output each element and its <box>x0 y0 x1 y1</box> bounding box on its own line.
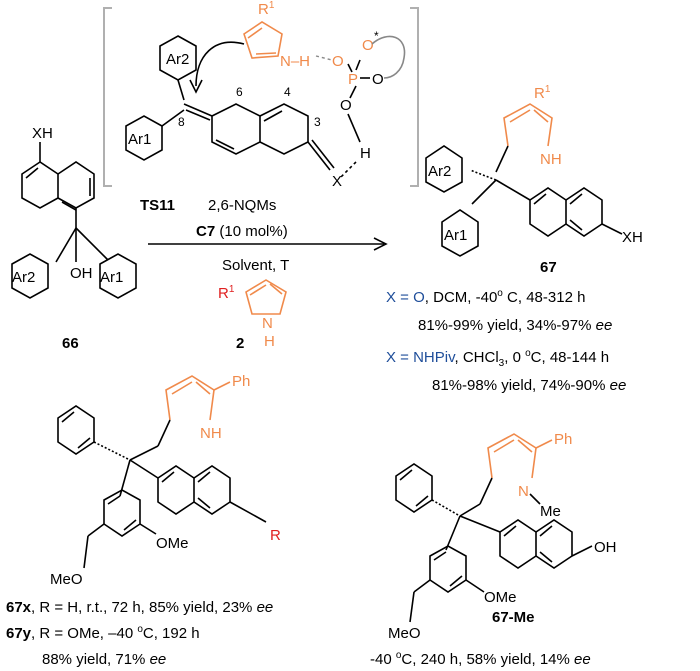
reactant-66: XH OH Ar2 Ar1 66 <box>11 125 137 352</box>
pyrrole-2: R1 N H 2 <box>218 279 287 352</box>
pyrrole-n: N <box>262 315 273 332</box>
ex-right-n: N <box>518 483 529 500</box>
ex-67x-caption: 67x, R = H, r.t., 72 h, 85% yield, 23% e… <box>6 599 273 616</box>
product-nh: NH <box>540 151 562 168</box>
ts-pos3: 3 <box>314 115 321 129</box>
ts-h: H <box>360 145 371 162</box>
ex-left-r: R <box>270 527 281 544</box>
ex-left-ome1: OMe <box>156 535 189 552</box>
ts-r1-label: R1 <box>258 0 275 18</box>
product-label: 67 <box>540 259 557 276</box>
reactant-oh: OH <box>70 265 93 282</box>
ts-o1: O <box>332 53 344 70</box>
ex-left-ome2: MeO <box>50 571 83 588</box>
ex-left-nh: NH <box>200 425 222 442</box>
reactant-label: 66 <box>62 335 79 352</box>
ex-right-me: Me <box>540 503 561 520</box>
product-o-line1: X = O, DCM, -40o C, 48-312 h <box>386 288 585 306</box>
ts-star: * <box>374 29 379 43</box>
pyrrole-r1: R1 <box>218 284 235 302</box>
ts-ar2: Ar2 <box>166 51 189 68</box>
ts-nqm-structure: Ar2 Ar1 8 6 4 3 X <box>125 35 342 190</box>
ex-left-ph: Ph <box>232 373 250 390</box>
ex-right-ph: Ph <box>554 431 572 448</box>
product-67: R1 NH Ar2 Ar1 XH 67 <box>425 84 643 276</box>
example-67x-structure: Ph NH OMe MeO R <box>50 373 281 588</box>
ex-67-me-caption: -40 oC, 240 h, 58% yield, 14% ee <box>370 650 591 668</box>
ex-67y-caption-2: 88% yield, 71% ee <box>42 651 166 668</box>
ex-right-ome1: OMe <box>484 589 517 606</box>
pyrrole-label: 2 <box>236 335 244 352</box>
product-n-line2: 81%-98% yield, 74%-90% ee <box>432 377 626 394</box>
ex-right-oh: OH <box>594 539 617 556</box>
product-xh: XH <box>622 229 643 246</box>
ts-ar1: Ar1 <box>128 131 151 148</box>
ts-o-h-oxygen: O <box>340 97 352 114</box>
ts-pos6: 6 <box>236 85 243 99</box>
ts-x: X <box>332 173 342 190</box>
product-n-line1: X = NHPiv, CHCl3, 0 oC, 48-144 h <box>386 348 609 369</box>
solvent-text: Solvent, T <box>222 257 289 274</box>
ts-label: TS11 <box>140 197 175 214</box>
ts-nqm-label: 2,6-NQMs <box>208 197 276 214</box>
ts-pos4: 4 <box>284 85 291 99</box>
product-r1: R1 <box>534 84 551 102</box>
reactant-xh: XH <box>32 125 53 142</box>
ex-67y-caption: 67y, R = OMe, –40 oC, 192 h <box>6 624 200 642</box>
reactant-ar2: Ar2 <box>12 269 35 286</box>
product-o-line2: 81%-99% yield, 34%-97% ee <box>418 317 612 334</box>
ts-pyrrole: R1 N–H <box>243 0 310 70</box>
ts-o2: O <box>362 37 374 54</box>
product-ar2: Ar2 <box>428 163 451 180</box>
pyrrole-h: H <box>264 333 275 350</box>
reactant-ar1: Ar1 <box>100 269 123 286</box>
catalyst-text: C7 (10 mol%) <box>196 223 288 240</box>
ts-o3: O <box>372 71 384 88</box>
ex-right-ome2: MeO <box>388 625 421 642</box>
ts-phosphoric-acid: O P O O O * H <box>315 29 406 179</box>
reaction-arrow <box>148 237 388 251</box>
product-ar1: Ar1 <box>444 227 467 244</box>
example-67-me-structure: Ph N Me OMe MeO OH 67-Me <box>388 431 617 642</box>
ts-p: P <box>348 71 358 88</box>
ex-right-label: 67-Me <box>492 609 535 626</box>
ts-nh-label: N–H <box>280 53 310 70</box>
ts-pos8: 8 <box>178 115 185 129</box>
ts-brackets <box>103 7 419 187</box>
